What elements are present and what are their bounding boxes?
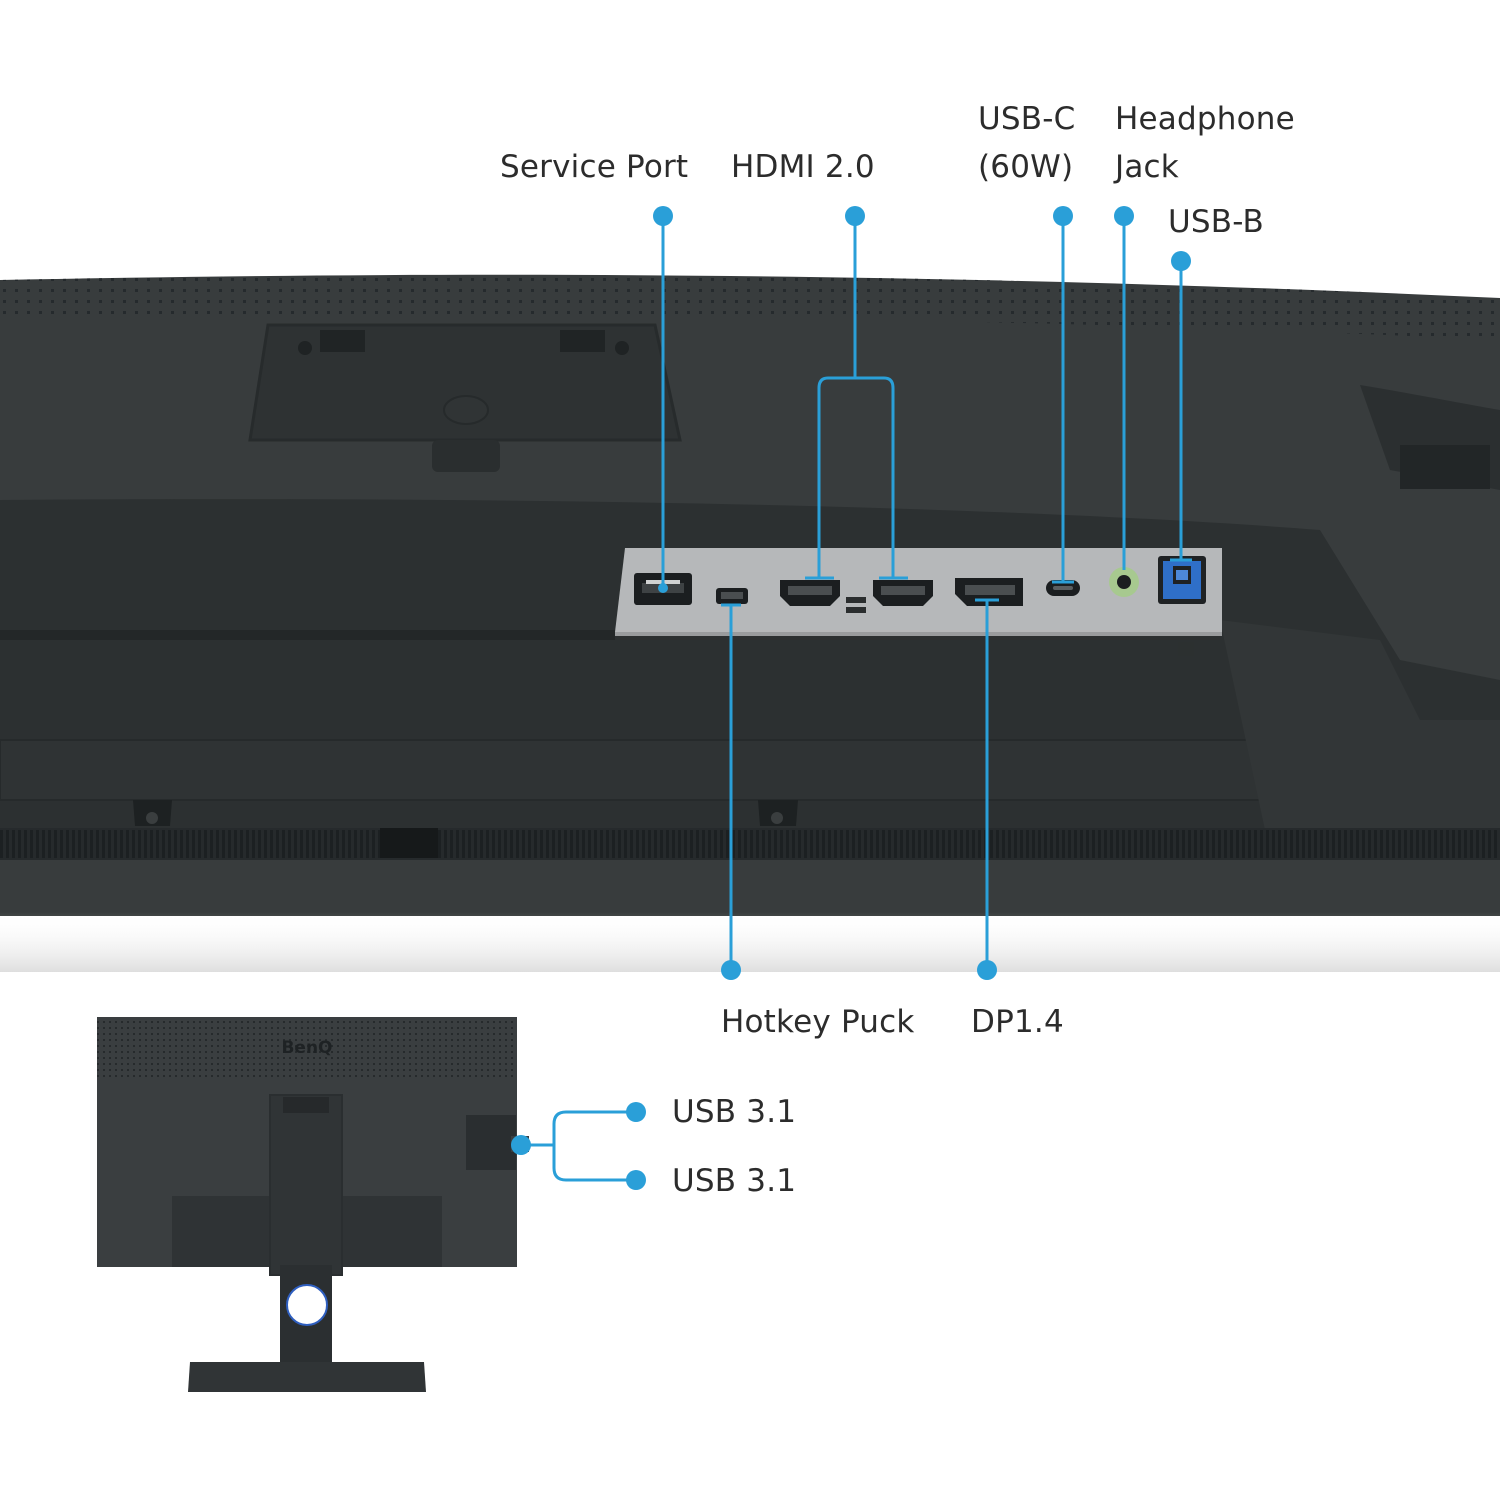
hdmi-2-connector (873, 580, 933, 606)
usbb-connector (1158, 556, 1206, 604)
dp-dot (977, 960, 997, 980)
usb31-source-dot (511, 1135, 531, 1155)
headphone-dot (1114, 206, 1134, 226)
port-panel (615, 548, 1222, 656)
hdmi-dot (845, 206, 865, 226)
label-usbb: USB-B (1168, 204, 1264, 240)
label-usb31-bottom: USB 3.1 (672, 1163, 797, 1199)
dp-leader (975, 598, 999, 970)
label-usbc-line1: USB-C (978, 101, 1076, 137)
label-headphone-line2: Jack (1115, 149, 1179, 185)
label-usbc: USB-C (60W) (978, 95, 1075, 191)
service-port-dot (653, 206, 673, 226)
usb31-top-dot (626, 1102, 646, 1122)
hotkey-leader (721, 603, 741, 970)
usb31-leader (521, 1110, 636, 1182)
usbb-dot (1171, 251, 1191, 271)
displayport-connector (955, 578, 1023, 606)
label-service-port: Service Port (500, 149, 689, 185)
brand-logo: BenQ (281, 1038, 332, 1058)
label-hotkey-puck: Hotkey Puck (721, 1004, 915, 1040)
label-headphone-line1: Headphone (1115, 101, 1295, 137)
monitor-rear-thumbnail: BenQ (97, 1017, 529, 1392)
usbc-dot (1053, 206, 1073, 226)
hotkey-dot (721, 960, 741, 980)
hdmi-leader (817, 216, 895, 578)
usbc-connector (1046, 580, 1080, 596)
label-usb31-top: USB 3.1 (672, 1094, 797, 1130)
callout-leaders (511, 206, 1192, 1190)
label-headphone: Headphone Jack (1115, 95, 1295, 191)
label-hdmi: HDMI 2.0 (731, 149, 875, 185)
hdmi-1-connector (780, 580, 840, 606)
label-usbc-line2: (60W) (978, 149, 1074, 185)
headphone-jack-connector (1109, 567, 1139, 597)
usb31-bottom-dot (626, 1170, 646, 1190)
service-port-end-dot (658, 583, 668, 593)
usbb-leader (1170, 261, 1192, 562)
hotkey-puck-connector (716, 588, 748, 604)
label-dp: DP1.4 (971, 1004, 1064, 1040)
